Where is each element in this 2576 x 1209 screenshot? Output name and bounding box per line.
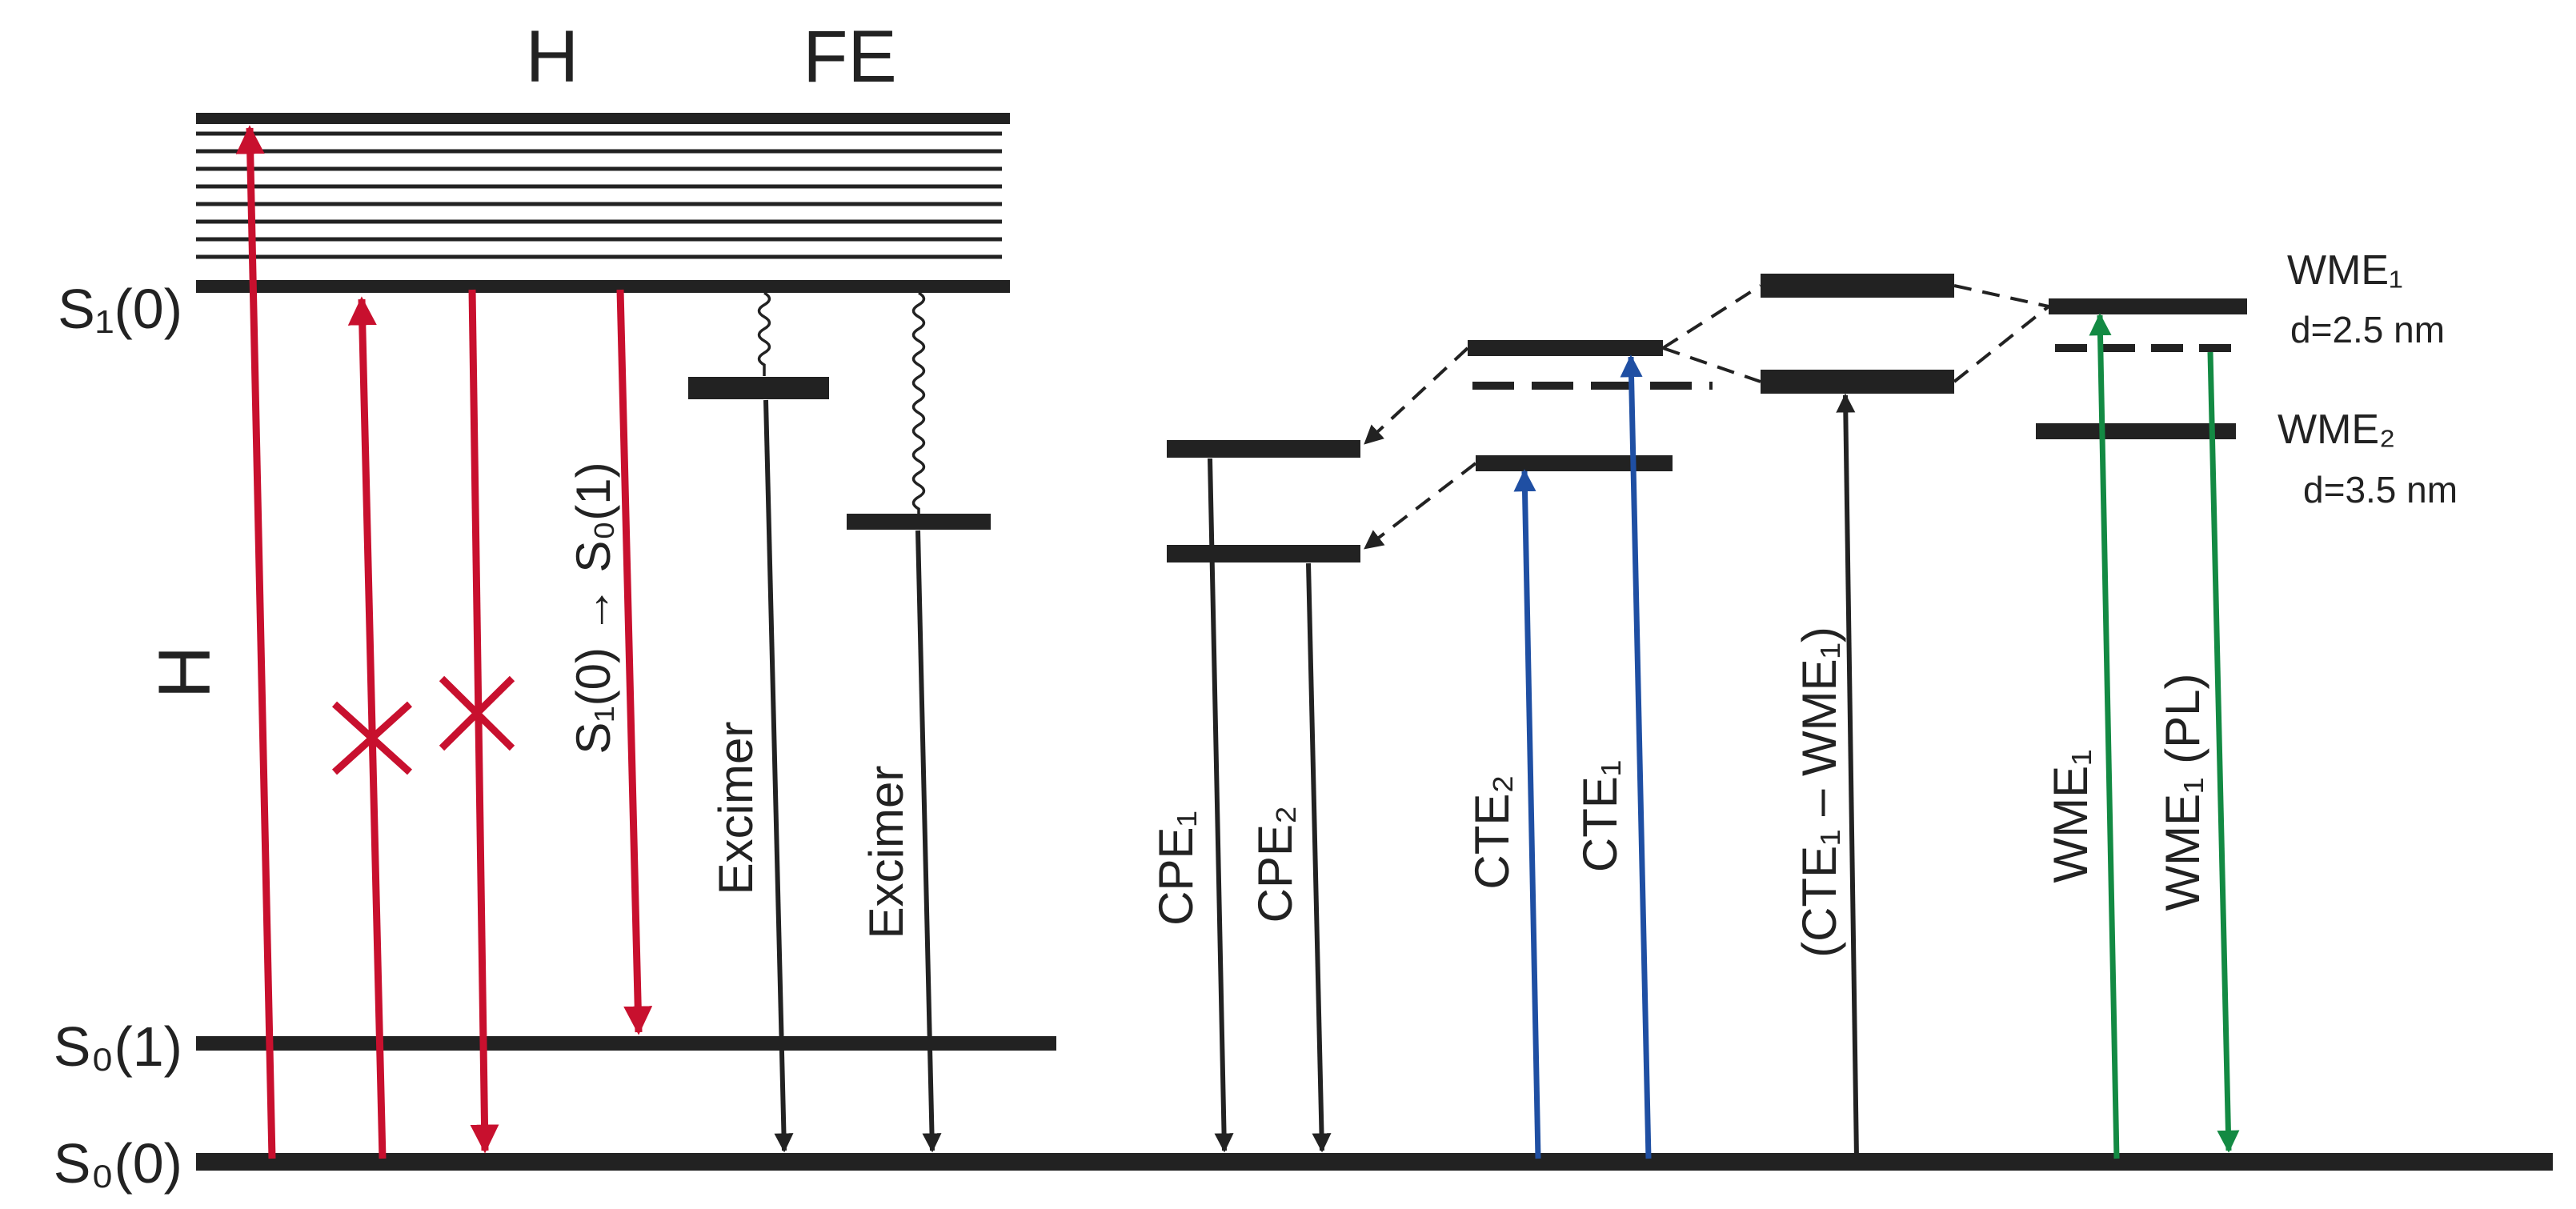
coupling-line — [1953, 284, 2049, 308]
red-absorption-arrow — [235, 125, 276, 1159]
cte1-arrow — [1620, 354, 1652, 1159]
cpe1-label: CPE₁ — [1149, 811, 1203, 926]
wavy-relaxation-line — [757, 291, 771, 376]
s1-0-label: S₁(0) — [58, 278, 182, 340]
transition-arrows — [235, 125, 2240, 1159]
s0-0-label: S₀(0) — [54, 1132, 182, 1195]
red-s1-to-s0-1-arrow — [616, 289, 653, 1035]
wme2-size-label: d=3.5 nm — [2303, 469, 2458, 510]
cpe2-arrow — [1306, 562, 1332, 1153]
wme1-label: WME₁ — [2044, 750, 2097, 883]
energy-levels — [196, 113, 2553, 1171]
cpe1-arrow — [1208, 458, 1234, 1153]
wme2-right-label: WME₂ — [2278, 406, 2395, 453]
forbidden-marks — [331, 675, 515, 775]
wme1-absorption-arrow — [2089, 313, 2120, 1159]
cte1-wme1-label: (CTE₁ – WME₁) — [1793, 627, 1846, 958]
cte2-label: CTE₂ — [1465, 775, 1519, 889]
s0-1-label: S₀(1) — [54, 1015, 182, 1078]
excimer-1-arrow — [763, 399, 794, 1153]
transfer-connectors — [1364, 284, 2050, 550]
labels: H FE S₁(0) S₀(1) S₀(0) H S₁(0) → S₀(1) E… — [54, 16, 2458, 1195]
red-forbidden-down-arrow — [468, 289, 499, 1154]
top-label-h: H — [526, 16, 579, 98]
coupling-line — [1953, 305, 2050, 383]
transfer-arrow — [1364, 346, 1469, 445]
relaxation-wavy-lines — [757, 291, 926, 514]
side-label-h: H — [144, 646, 226, 699]
excimer-2-arrow — [915, 530, 942, 1153]
excimer-1-label: Excimer — [709, 722, 763, 895]
wavy-relaxation-line — [911, 291, 926, 514]
red-forbidden-up-arrow — [347, 296, 387, 1159]
wme1-size-label: d=2.5 nm — [2290, 309, 2445, 350]
forbidden-x-mark — [331, 701, 413, 775]
cte1-label: CTE₁ — [1573, 760, 1627, 872]
excimer-2-label: Excimer — [859, 766, 913, 939]
cpe2-label: CPE₂ — [1248, 806, 1302, 923]
coupling-line — [1662, 346, 1761, 383]
cte1-wme1-arrow — [1836, 393, 1859, 1159]
s1-to-s0-label: S₁(0) → S₀(1) — [567, 462, 620, 754]
transfer-arrow — [1364, 462, 1477, 550]
cte2-arrow — [1513, 469, 1541, 1159]
top-label-fe: FE — [803, 16, 897, 98]
coupling-line — [1661, 284, 1762, 350]
wme1-right-label: WME₁ — [2287, 247, 2403, 294]
wme1-pl-label: WME₁ (PL) — [2156, 674, 2209, 911]
wme1-pl-arrow — [2207, 351, 2240, 1153]
forbidden-x-mark — [439, 675, 515, 751]
